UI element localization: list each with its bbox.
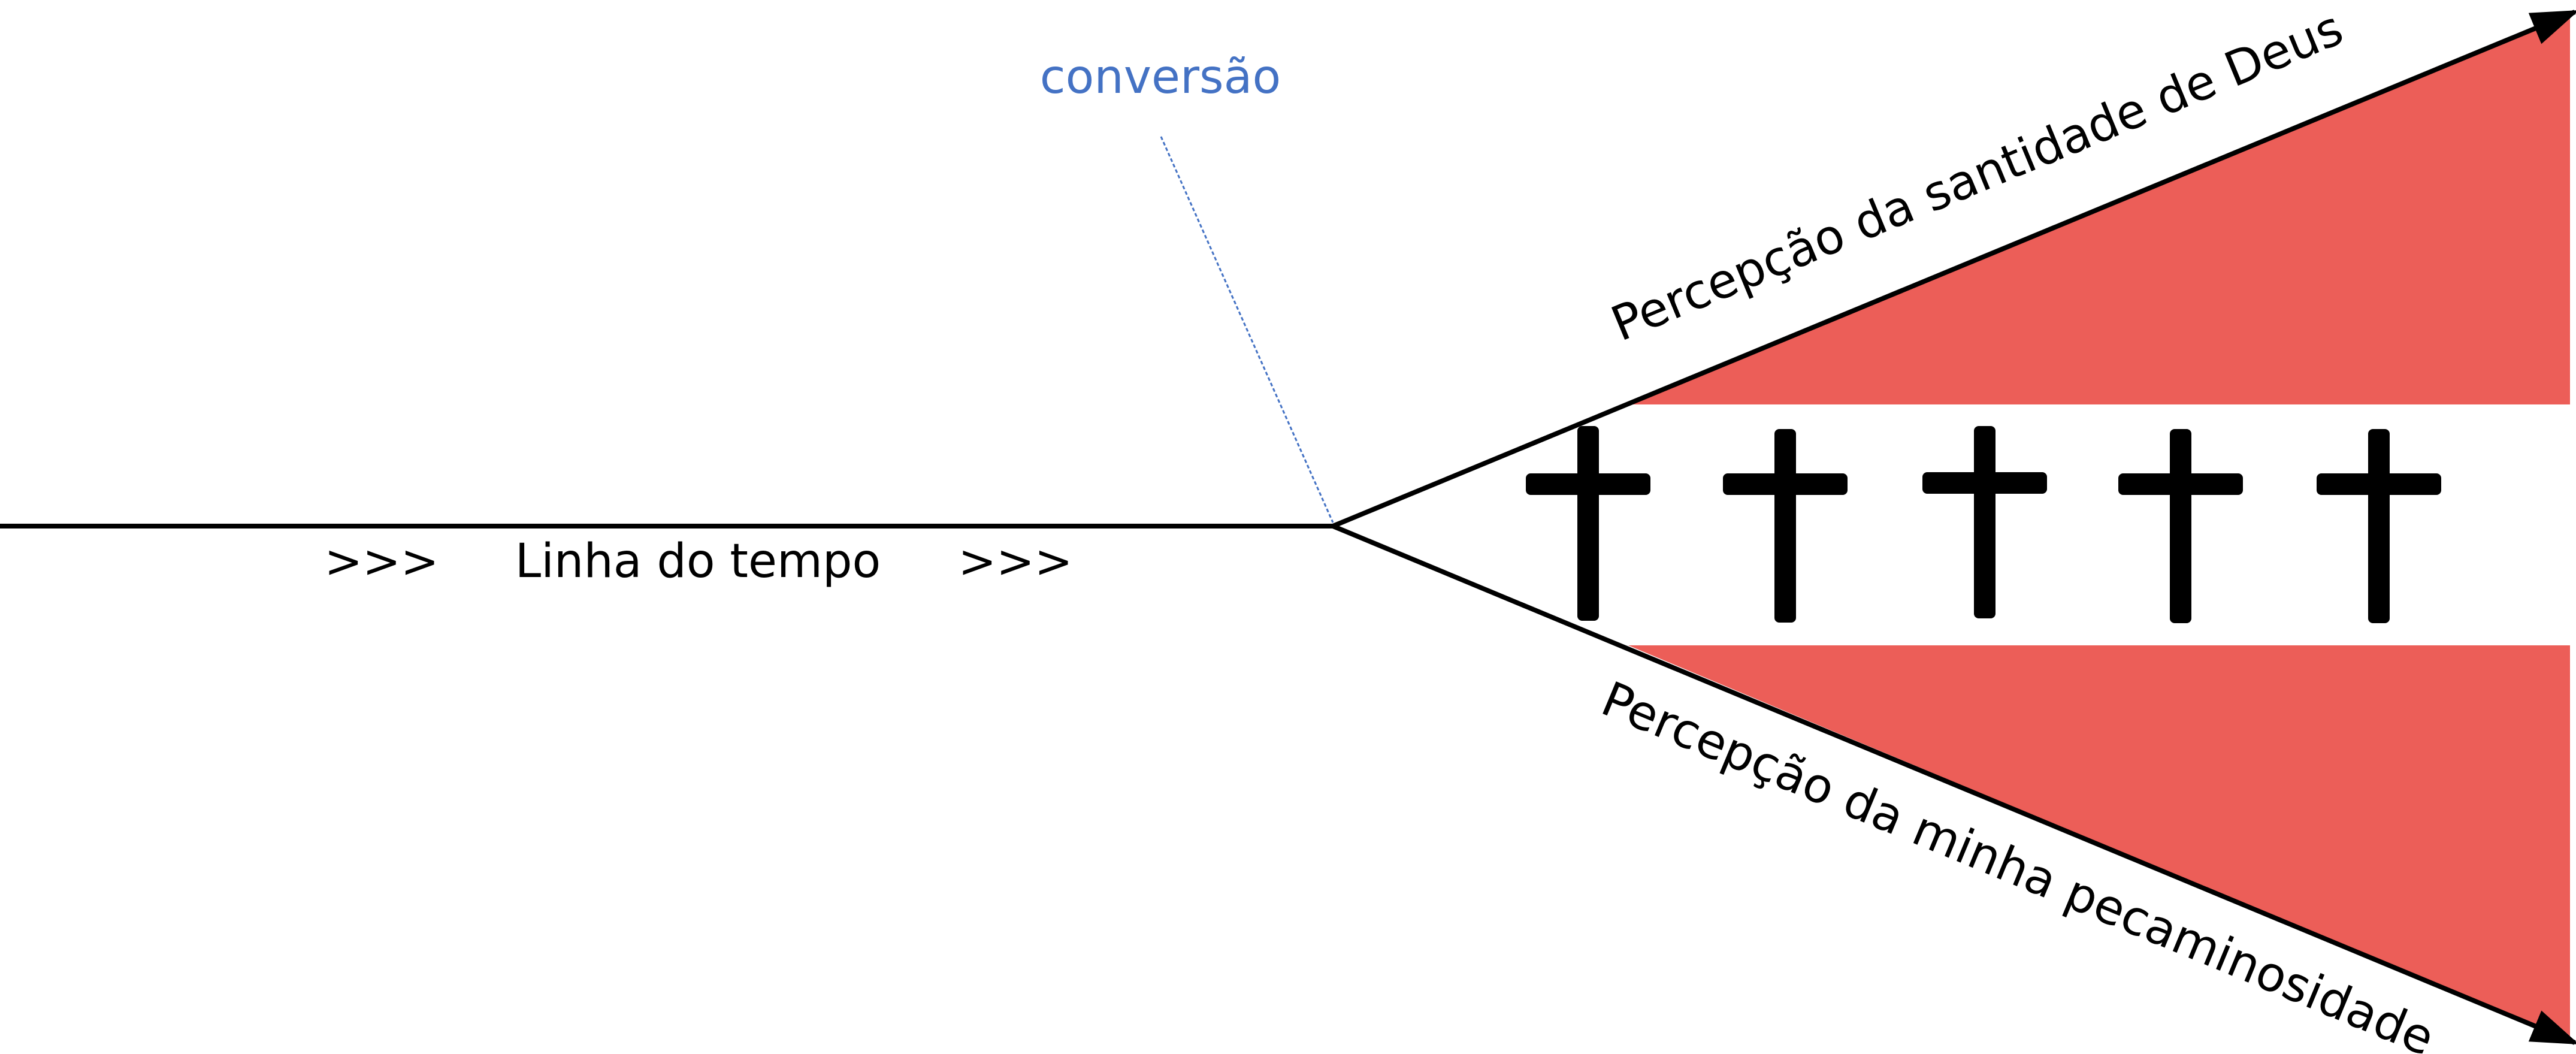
timeline-arrows-right: >>>	[958, 534, 1072, 588]
timeline-label: Linha do tempo	[515, 534, 881, 588]
lower-perception-line	[1332, 524, 2576, 1045]
upper-perception-line	[1332, 10, 2576, 528]
cross-icon	[1922, 426, 2047, 618]
cross-icon	[1723, 429, 1848, 623]
cross-icon	[1526, 426, 1650, 621]
cross-icon	[2317, 429, 2441, 623]
conversion-callout-line	[1160, 136, 1334, 523]
cross-icon	[2118, 429, 2243, 623]
conversion-label: conversão	[1040, 50, 1281, 104]
crosses-group	[1526, 426, 2441, 623]
timeline-arrows-left: >>>	[324, 534, 439, 588]
